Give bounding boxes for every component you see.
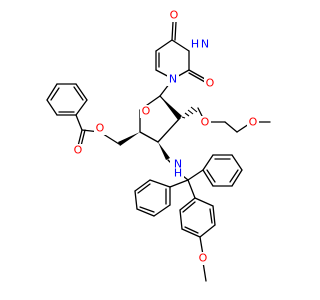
trityl-center <box>169 169 204 199</box>
atom-o-uracil-mid: O <box>206 77 215 90</box>
atom-h-amine: H <box>174 167 182 180</box>
wedge-bond-c4 <box>118 132 140 146</box>
atom-o-methoxyethoxy: O <box>201 116 210 129</box>
atom-o-methoxy-aryl: O <box>199 252 208 265</box>
methoxyphenyl-ring <box>179 197 216 238</box>
trityl-phenyl-ring-left <box>134 179 171 217</box>
chemical-structure-diagram: O H N O N O O O O O N H O <box>46 9 271 282</box>
atom-n-uracil-n1: N <box>169 73 177 86</box>
atom-n-amine: N <box>174 158 182 171</box>
atom-labels: O H N O N O O O O O N H O <box>72 9 259 265</box>
uracil-ring <box>155 21 206 83</box>
atom-o-methoxy-chain: O <box>249 116 258 129</box>
benzoyl-phenyl-ring <box>46 83 88 116</box>
atom-o-ring: O <box>142 105 151 118</box>
atom-h-uracil: H <box>191 38 199 51</box>
atom-o-uracil-top: O <box>170 9 179 22</box>
wedge-bond-c3 <box>158 142 170 160</box>
furanose-ring <box>139 95 181 143</box>
atom-o-ester-carbonyl: O <box>74 144 83 157</box>
wedge-bond-anomeric <box>160 96 182 120</box>
atom-o-ester: O <box>96 122 105 135</box>
trityl-phenyl-ring-right <box>202 154 243 187</box>
atom-n-uracil-nh: N <box>201 38 209 51</box>
hash-bond-c2 <box>181 106 198 119</box>
